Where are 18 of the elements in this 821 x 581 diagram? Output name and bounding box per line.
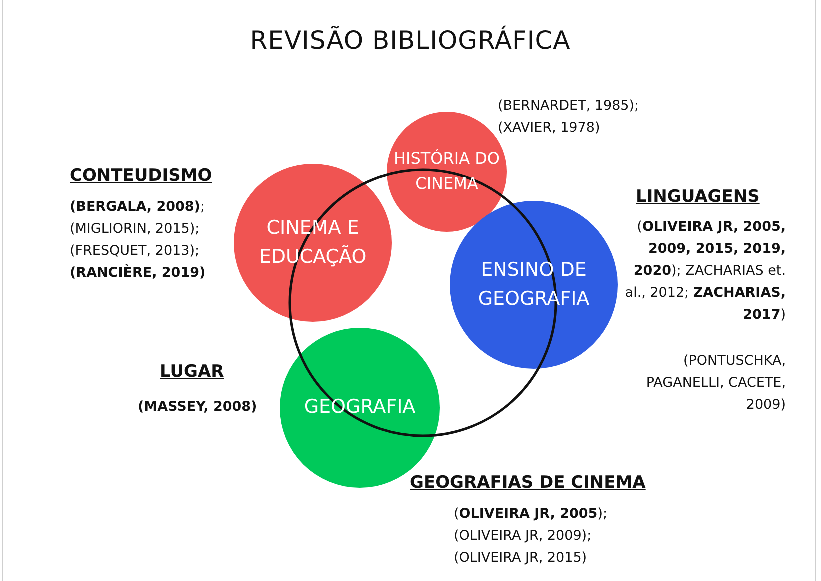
- slide-title: REVISÃO BIBLIOGRÁFICA: [249, 26, 572, 55]
- citation-text: (OLIVEIRA JR, 2009);: [454, 527, 592, 546]
- topic-label: HISTÓRIA DO CINEMA: [392, 148, 502, 195]
- citation-text: (OLIVEIRA JR, 2005);: [454, 505, 608, 524]
- topic-heading: LINGUAGENS: [636, 186, 760, 208]
- citation-text: (OLIVEIRA JR, 2015): [454, 549, 588, 568]
- citation-text: (MASSEY, 2008): [138, 398, 258, 417]
- topic-heading: CONTEUDISMO: [70, 165, 212, 187]
- citation-text: (BERGALA, 2008);: [70, 198, 206, 217]
- citation-text: (MIGLIORIN, 2015);: [70, 220, 200, 239]
- citation-text: (RANCIÈRE, 2019): [70, 264, 206, 283]
- topic-heading: LUGAR: [160, 361, 224, 383]
- citation-text: (FRESQUET, 2013);: [70, 242, 200, 261]
- citation-text: (OLIVEIRA JR, 2005, 2009, 2015, 2019, 2020); ZACHARIAS et. al., 2012; ZACHARIAS, 2017): [624, 218, 786, 325]
- topic-heading: GEOGRAFIAS DE CINEMA: [410, 472, 646, 494]
- citation-text: (PONTUSCHKA, PAGANELLI, CACETE, 2009): [646, 352, 786, 415]
- citation-text: (XAVIER, 1978): [498, 119, 600, 138]
- citation-text: (BERNARDET, 1985);: [498, 97, 640, 116]
